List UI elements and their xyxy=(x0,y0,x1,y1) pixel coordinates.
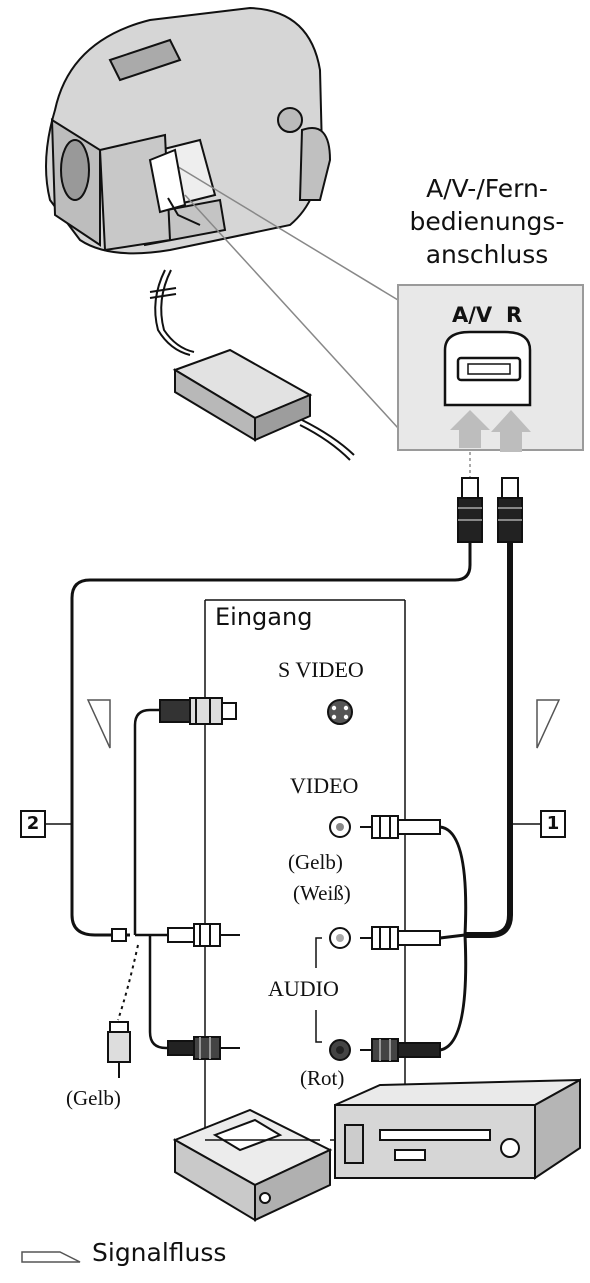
input-panel-title: Eingang xyxy=(215,603,313,631)
connector-title: A/V-/Fern- bedienungs- anschluss xyxy=(392,172,582,271)
audio-label: AUDIO xyxy=(268,976,339,1001)
ac-adapter xyxy=(172,348,355,461)
cable-1-badge: 1 xyxy=(540,810,566,838)
cable-2 xyxy=(70,542,472,937)
av-plugs xyxy=(457,452,523,543)
left-rca-plugs xyxy=(107,923,240,1078)
audio-white-label: (Weiß) xyxy=(293,881,351,905)
av-remote-connector-box xyxy=(397,284,584,452)
signal-flow-arrow-icon xyxy=(21,1251,81,1263)
legend-signal-flow: Signalfluss xyxy=(92,1238,227,1267)
connector-title-line-2: bedienungs- xyxy=(409,207,565,236)
svideo-plug xyxy=(133,697,237,935)
camcorder xyxy=(45,6,332,255)
yellow-plug-label: (Gelb) xyxy=(66,1086,121,1110)
dvd-writer xyxy=(172,1108,333,1222)
cable-2-badge: 2 xyxy=(20,810,46,838)
audio-red-label: (Rot) xyxy=(300,1066,345,1090)
cable-1 xyxy=(465,542,513,938)
right-rca-plugs xyxy=(360,815,468,1062)
video-color-label: (Gelb) xyxy=(288,850,343,874)
svideo-label: S VIDEO xyxy=(278,657,364,682)
signal-flow-arrows xyxy=(86,699,561,749)
video-label: VIDEO xyxy=(290,773,359,798)
power-cable xyxy=(149,269,195,356)
camera-plugs xyxy=(148,148,201,226)
connector-title-line-1: A/V-/Fern- xyxy=(426,174,548,203)
vcr xyxy=(334,1078,581,1180)
r-jack-label: R xyxy=(506,303,523,327)
connector-callout-lines xyxy=(174,164,399,429)
av-jack-label: A/V xyxy=(452,303,493,327)
connector-title-line-3: anschluss xyxy=(425,240,549,269)
input-panel xyxy=(204,599,406,1155)
